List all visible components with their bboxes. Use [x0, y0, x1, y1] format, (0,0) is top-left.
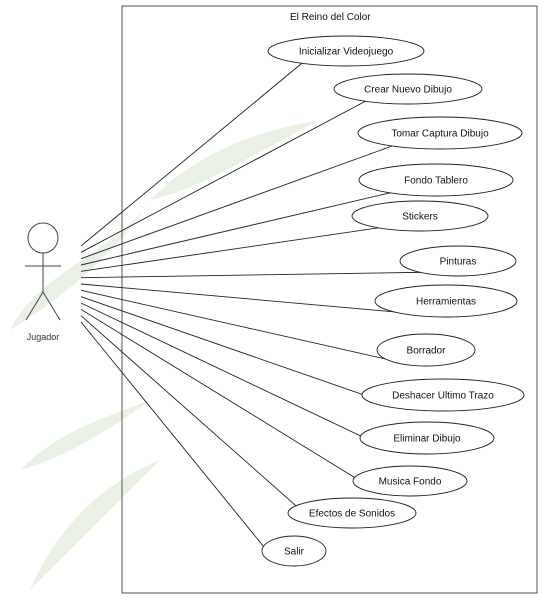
use-case-label: Pinturas — [440, 257, 477, 268]
use-case-ellipse — [333, 73, 483, 105]
association-line — [80, 302, 391, 451]
use-case-ellipse — [361, 378, 525, 412]
use-case-label: Crear Nuevo Dibujo — [364, 85, 452, 96]
use-case-label: Fondo Tablero — [404, 176, 468, 187]
use-case: Borrador — [376, 333, 476, 367]
use-case-ellipse — [358, 163, 514, 197]
use-case: Inicializar Videojuego — [267, 35, 425, 67]
association-line — [80, 308, 379, 493]
use-case-label: Inicializar Videojuego — [299, 47, 394, 58]
use-case: Fondo Tablero — [358, 163, 514, 197]
use-case-ellipse — [261, 535, 327, 567]
watermark-leaf — [10, 200, 150, 330]
use-case: Pinturas — [399, 245, 517, 277]
use-case-ellipse — [287, 497, 417, 529]
actor-head — [27, 222, 59, 254]
use-case-label: Efectos de Sonidos — [309, 509, 395, 520]
use-case-label: Deshacer Ultimo Trazo — [392, 391, 494, 402]
actor-jugador: Jugador — [25, 222, 61, 342]
use-case-ellipse — [357, 116, 523, 150]
association-line — [80, 289, 400, 363]
use-case-label: Salir — [284, 547, 305, 558]
use-case: Salir — [261, 535, 327, 567]
use-case-label: Stickers — [402, 212, 438, 223]
association-line — [80, 99, 368, 253]
use-case: Stickers — [351, 200, 489, 232]
association-line — [80, 296, 399, 408]
use-case-ellipse — [399, 245, 517, 277]
use-case: Tomar Captura Dibujo — [357, 116, 523, 150]
watermark-leaf — [150, 120, 320, 200]
association-line — [80, 191, 394, 266]
use-case-label: Herramientas — [416, 297, 476, 308]
use-case-label: Musica Fondo — [379, 477, 442, 488]
use-case-label: Eliminar Dibujo — [393, 434, 461, 445]
actor-right-leg — [42, 291, 61, 321]
association-line — [80, 321, 277, 563]
use-case: Herramientas — [374, 284, 518, 318]
leaf-watermark — [10, 120, 320, 590]
association-line — [80, 226, 383, 272]
system-title: El Reino del Color — [290, 12, 371, 23]
association-line — [80, 315, 318, 525]
use-case-ellipse — [376, 333, 476, 367]
use-case: Efectos de Sonidos — [287, 497, 417, 529]
use-case: Deshacer Ultimo Trazo — [361, 378, 525, 412]
watermark-leaf — [20, 400, 150, 470]
use-case: Crear Nuevo Dibujo — [333, 73, 483, 105]
use-case-ellipse — [267, 35, 425, 67]
use-case-ellipse — [352, 465, 468, 497]
use-case-ellipse — [374, 284, 518, 318]
use-case: Eliminar Dibujo — [359, 421, 495, 455]
association-line — [80, 283, 407, 314]
use-case-label: Tomar Captura Dibujo — [391, 129, 489, 140]
association-line — [80, 144, 396, 260]
use-case-label: Borrador — [407, 346, 447, 357]
use-case: Musica Fondo — [352, 465, 468, 497]
association-lines — [80, 61, 427, 563]
use-case-ellipse — [351, 200, 489, 232]
association-line — [80, 271, 427, 279]
association-line — [80, 61, 304, 247]
actor-left-leg — [25, 291, 44, 321]
use-case-ellipse — [359, 421, 495, 455]
actor-label: Jugador — [27, 332, 60, 342]
watermark-leaf — [30, 460, 160, 590]
